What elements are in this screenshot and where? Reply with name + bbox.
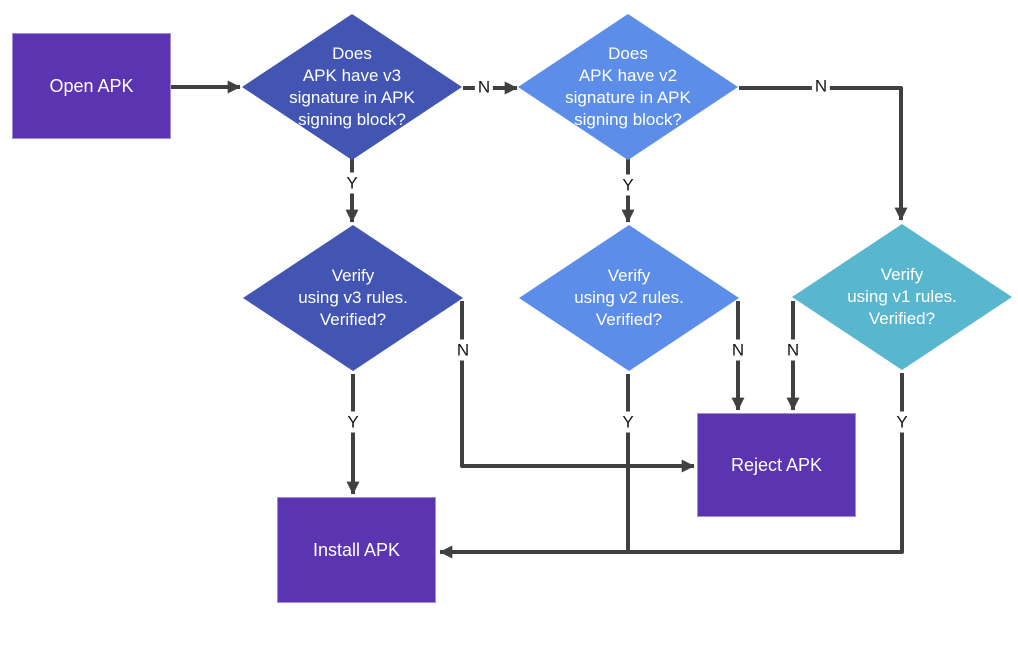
- node-verify-v2-label: Verify using v2 rules. Verified?: [574, 266, 684, 329]
- node-install-apk: Install APK: [277, 497, 436, 603]
- node-open-apk: Open APK: [12, 33, 171, 139]
- edge-label-v2check-no: N: [811, 75, 831, 97]
- edge-label-verifyv1-no: N: [783, 339, 803, 361]
- edge-label-v3check-no: N: [474, 76, 494, 98]
- edge-label-verifyv2-yes: Y: [619, 411, 637, 433]
- node-v3-signature-check-label: Does APK have v3 signature in APK signin…: [289, 44, 415, 129]
- node-reject-apk-label: Reject APK: [730, 454, 823, 475]
- edge-label-v3check-yes: Y: [343, 172, 361, 194]
- node-reject-apk: Reject APK: [697, 413, 856, 517]
- node-verify-v1: Verify using v1 rules. Verified?: [792, 224, 1012, 370]
- edge-label-verifyv3-no: N: [453, 339, 473, 361]
- node-verify-v2: Verify using v2 rules. Verified?: [519, 225, 739, 371]
- node-install-apk-label: Install APK: [312, 539, 401, 560]
- node-v2-signature-check: Does APK have v2 signature in APK signin…: [518, 14, 738, 160]
- edge-label-verifyv1-yes: Y: [893, 411, 911, 433]
- edge-label-verifyv3-yes: Y: [344, 411, 362, 433]
- edge-label-v2check-yes: Y: [619, 174, 637, 196]
- node-v2-signature-check-label: Does APK have v2 signature in APK signin…: [565, 44, 691, 129]
- node-v3-signature-check: Does APK have v3 signature in APK signin…: [242, 14, 462, 160]
- edge-label-verifyv2-no: N: [728, 339, 748, 361]
- node-verify-v3: Verify using v3 rules. Verified?: [243, 225, 463, 371]
- node-verify-v1-label: Verify using v1 rules. Verified?: [847, 265, 957, 328]
- node-verify-v3-label: Verify using v3 rules. Verified?: [298, 266, 408, 329]
- node-open-apk-label: Open APK: [49, 75, 134, 96]
- edge-v2check-no-to-verifyv1: [739, 86, 908, 221]
